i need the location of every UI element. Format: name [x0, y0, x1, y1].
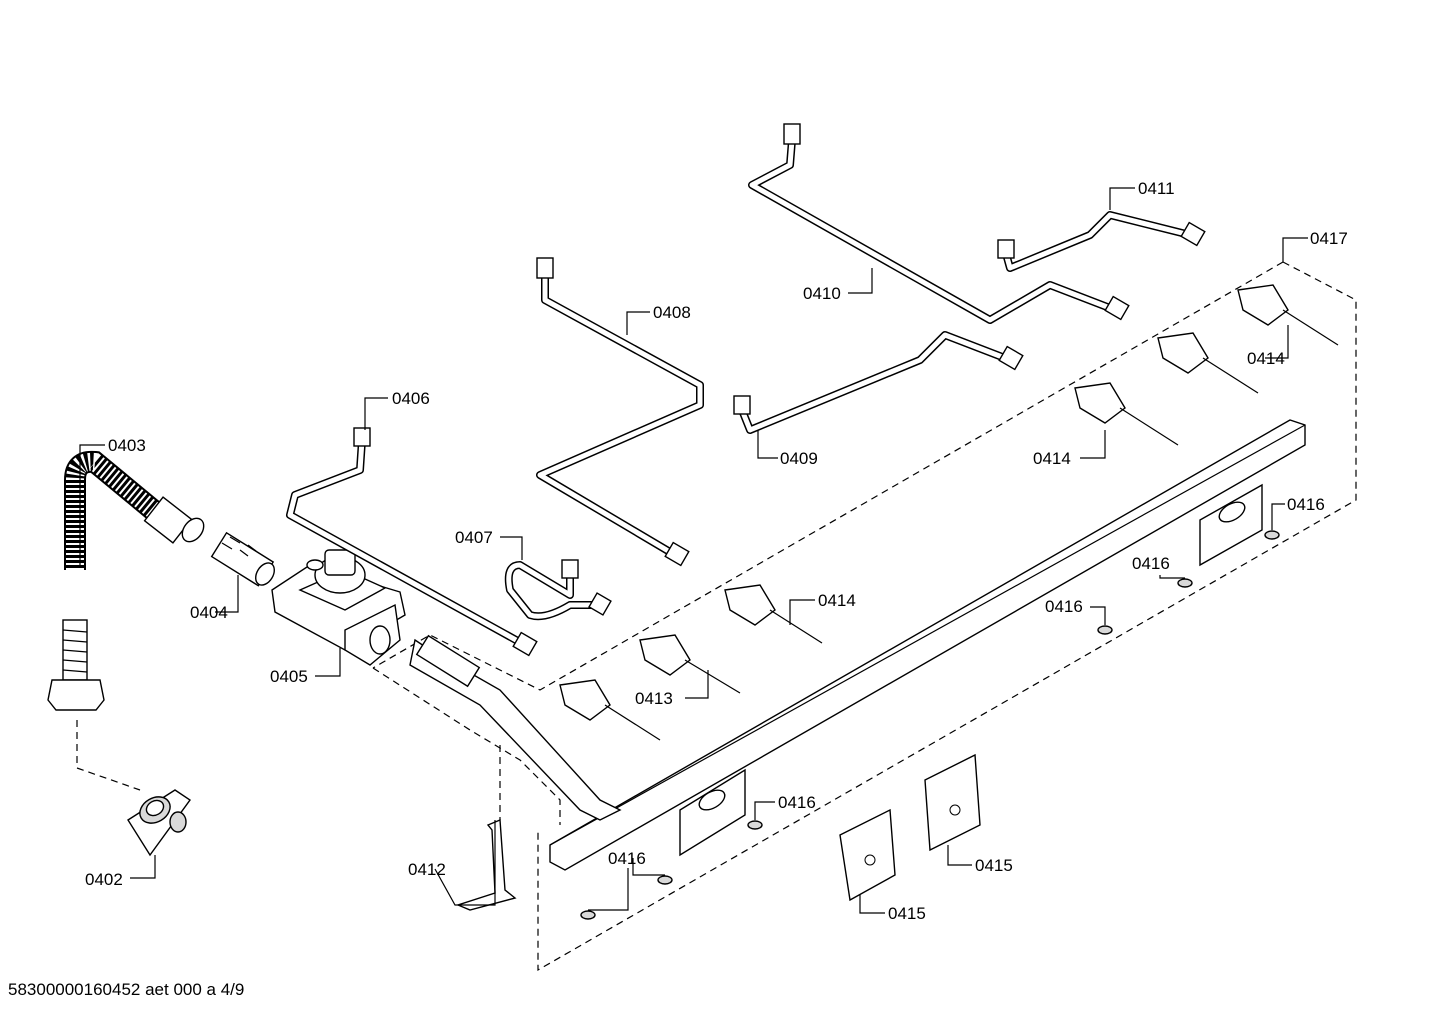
bracket-0412 [455, 818, 517, 911]
label-0402: 0402 [85, 870, 123, 889]
label-0409: 0409 [780, 449, 818, 468]
adaptor-fitting-0404 [210, 531, 275, 587]
label-0414-a: 0414 [818, 591, 856, 610]
label-0408: 0408 [653, 303, 691, 322]
part-labels: 0402 0403 0404 0405 0406 0407 0408 0409 … [85, 179, 1348, 923]
gas-pipe-0408 [536, 257, 704, 567]
burner-valve-0414a [724, 584, 823, 644]
label-0416-c: 0416 [1045, 597, 1083, 616]
assembly-outline-dashed [76, 261, 1357, 972]
burner-valve-0414b [1074, 382, 1179, 446]
burner-valve-0413 [559, 679, 661, 741]
label-0404: 0404 [190, 603, 228, 622]
label-0405: 0405 [270, 667, 308, 686]
gas-pipe-0410 [748, 123, 1130, 324]
label-0414-c: 0414 [1247, 349, 1285, 368]
manifold-rail [409, 419, 1306, 871]
label-0416-d: 0416 [778, 793, 816, 812]
burner-valve-0414d [1237, 284, 1339, 346]
label-0411: 0411 [1138, 179, 1175, 198]
label-0410: 0410 [803, 284, 841, 303]
inlet-flange-0402 [127, 789, 191, 857]
label-0415-a: 0415 [888, 904, 926, 923]
leader-lines [79, 187, 1308, 914]
burner-valve-0414c [1157, 332, 1259, 394]
ignition-module-0415a [839, 808, 896, 902]
label-0403: 0403 [108, 436, 146, 455]
label-0407: 0407 [455, 528, 493, 547]
label-0413: 0413 [635, 689, 673, 708]
label-0416-b: 0416 [1132, 554, 1170, 573]
drawing-id-footer: 58300000160452 aet 000 a 4/9 [8, 980, 245, 999]
label-0416-e: 0416 [608, 849, 646, 868]
ignition-module-0415b [924, 753, 981, 852]
burner-valve-0413b [639, 634, 741, 694]
label-0417: 0417 [1310, 229, 1348, 248]
screws-0416 [580, 530, 1280, 920]
label-0412: 0412 [408, 860, 446, 879]
gas-pipe-0411 [997, 211, 1206, 272]
pressure-regulator-0405 [271, 549, 406, 666]
label-0406: 0406 [392, 389, 430, 408]
label-0416-a: 0416 [1287, 495, 1325, 514]
gas-pipe-0407 [504, 559, 612, 621]
gas-pipe-0409 [733, 331, 1024, 434]
label-0415-b: 0415 [975, 856, 1013, 875]
label-0414-b: 0414 [1033, 449, 1071, 468]
gas-pipe-0406 [286, 427, 538, 657]
flex-hose-0403 [47, 450, 205, 711]
